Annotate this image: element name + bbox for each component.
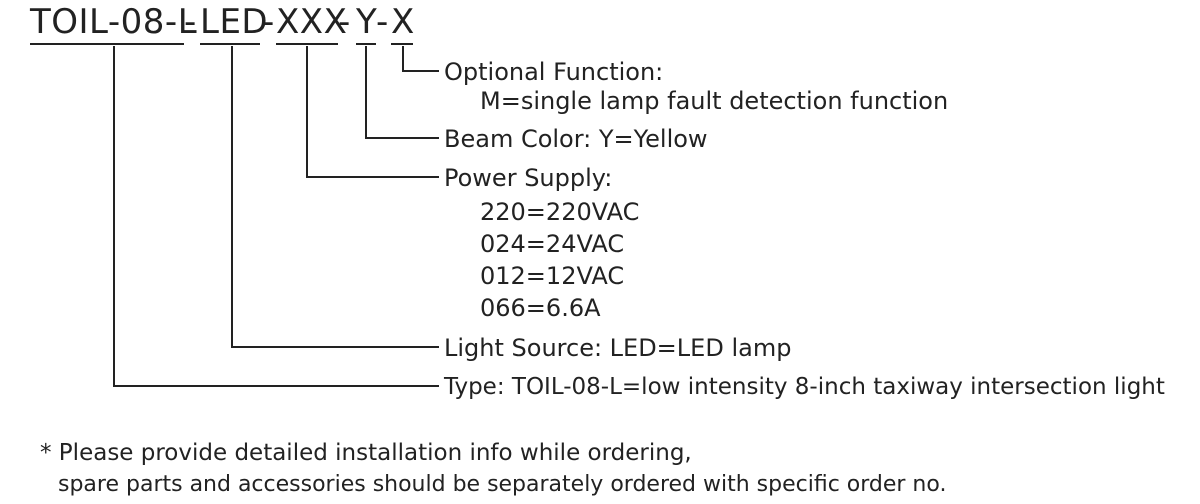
power-option: 220=220VAC xyxy=(480,198,640,226)
code-light-source-segment: LED xyxy=(200,2,269,42)
light-source-label: Light Source: LED=LED lamp xyxy=(444,334,792,362)
code-separator: - xyxy=(376,2,389,42)
note-line-1: * Please provide detailed installation i… xyxy=(40,440,692,466)
power-option: 024=24VAC xyxy=(480,230,625,258)
code-color-underline xyxy=(356,43,376,45)
power-option: 066=6.6A xyxy=(480,294,601,322)
code-separator: - xyxy=(338,2,351,42)
connector-light-source xyxy=(231,46,439,348)
code-type-segment: TOIL-08-L xyxy=(30,2,198,42)
connector-color xyxy=(365,46,439,139)
connector-power xyxy=(306,46,439,178)
code-color-segment: Y xyxy=(356,2,378,42)
power-supply-title: Power Supply: xyxy=(444,164,613,192)
connector-option xyxy=(402,46,439,72)
note-line-2: spare parts and accessories should be se… xyxy=(58,472,947,497)
optional-function-title: Optional Function: xyxy=(444,58,664,86)
code-power-underline xyxy=(276,43,338,45)
beam-color-label: Beam Color: Y=Yellow xyxy=(444,125,708,153)
code-separator: - xyxy=(184,2,197,42)
code-power-segment: XXX xyxy=(276,2,348,42)
connector-type xyxy=(113,46,439,387)
code-option-underline xyxy=(391,43,413,45)
code-separator: - xyxy=(262,2,275,42)
code-light-underline xyxy=(200,43,260,45)
optional-function-m: M=single lamp fault detection function xyxy=(480,87,949,115)
type-label: Type: TOIL-08-L=low intensity 8-inch tax… xyxy=(444,374,1165,400)
code-type-underline xyxy=(30,43,184,45)
code-option-segment: X xyxy=(391,2,415,42)
power-option: 012=12VAC xyxy=(480,262,625,290)
